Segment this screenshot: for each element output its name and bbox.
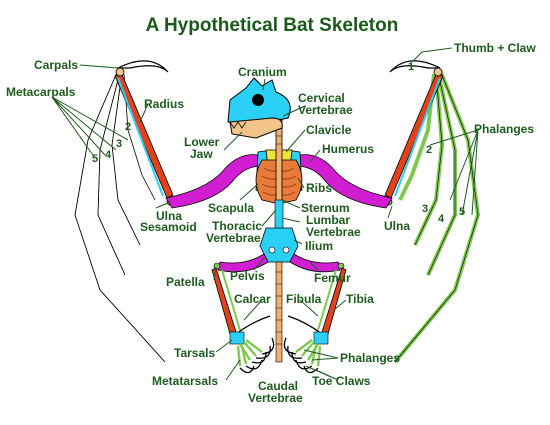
label-tarsals: Tarsals: [174, 346, 215, 360]
right-digit-number-3: 3: [422, 203, 428, 215]
label-tibia: Tibia: [346, 292, 374, 306]
left-humerus: [165, 154, 263, 209]
right-thumb-claw: [389, 60, 441, 73]
label-cervical-1: Cervical: [298, 91, 345, 105]
label-lower-jaw-1: Lower: [184, 135, 220, 149]
left-thumb-claw: [117, 60, 169, 73]
calcar: [235, 315, 271, 335]
left-digit-number-4: 4: [105, 149, 112, 161]
left-foot: [229, 331, 275, 374]
label-thoracic-1: Thoracic: [212, 219, 262, 233]
digit-numbers: 5 4 3 2 1 2 3 4 5: [92, 61, 465, 225]
left-ulna: [117, 77, 164, 197]
label-pelvis: Pelvis: [230, 269, 265, 283]
label-cranium: Cranium: [238, 65, 287, 79]
label-lumbar-1: Lumbar: [306, 213, 350, 227]
label-phalanges-wing: Phalanges: [474, 122, 534, 136]
left-patella: [213, 262, 221, 270]
left-fibula: [221, 269, 241, 331]
label-caudal-1: Caudal: [258, 379, 298, 393]
label-patella: Patella: [166, 275, 205, 289]
right-fibula: [317, 269, 337, 331]
left-digit-number-5: 5: [92, 153, 98, 165]
skull: [227, 77, 291, 139]
right-femur: [289, 253, 341, 273]
label-caudal-2: Vertebrae: [248, 391, 303, 405]
label-metatarsals: Metatarsals: [152, 374, 218, 388]
left-wing: [74, 60, 263, 363]
label-radius: Radius: [144, 97, 184, 111]
right-digit-number-1: 1: [408, 61, 414, 73]
label-calcar: Calcar: [234, 292, 271, 306]
left-digit-number-3: 3: [116, 138, 122, 150]
label-ribs: Ribs: [306, 181, 332, 195]
right-carpals: [433, 67, 443, 77]
label-phalanges-foot: Phalanges: [340, 351, 400, 365]
right-digit-5: [393, 69, 481, 364]
label-fibula: Fibula: [286, 292, 322, 306]
label-femur: Femur: [314, 271, 351, 285]
label-lower-jaw-2: Jaw: [190, 147, 213, 161]
label-humerus: Humerus: [322, 142, 374, 156]
left-digit-5: [74, 69, 166, 363]
right-digit-number-2: 2: [426, 144, 432, 156]
diagram-title: A Hypothetical Bat Skeleton: [146, 15, 399, 36]
label-lumbar-2: Vertebrae: [306, 225, 361, 239]
label-ulna-right: Ulna: [384, 219, 410, 233]
right-digit-number-4: 4: [438, 213, 445, 225]
caudal-vertebrae: [275, 261, 283, 363]
label-sternum: Sternum: [301, 201, 350, 215]
legs: [211, 253, 347, 374]
label-thoracic-2: Vertebrae: [206, 231, 261, 245]
label-cervical-2: Vertebrae: [298, 103, 353, 117]
eye-socket: [252, 94, 264, 106]
lumbar-vertebrae: [274, 199, 284, 231]
label-sesamoid: Sesamoid: [140, 220, 197, 234]
calcar-right: [287, 315, 323, 335]
label-carpals: Carpals: [34, 58, 78, 72]
label-toe-claws: Toe Claws: [312, 374, 371, 388]
label-ulna-left: Ulna: [156, 209, 182, 223]
leader-lines: [51, 47, 479, 381]
left-femur: [217, 253, 269, 273]
right-ulna: [394, 77, 441, 197]
label-metacarpals: Metacarpals: [6, 85, 76, 99]
label-scapula: Scapula: [208, 201, 254, 215]
left-carpals: [115, 67, 125, 77]
left-digit-number-2: 2: [125, 121, 131, 133]
lower-jaw: [229, 117, 283, 139]
torso: [255, 111, 303, 363]
labels: Thumb + Claw Carpals Metacarpals Radius …: [6, 41, 536, 405]
right-patella: [337, 262, 345, 270]
right-digit-number-5: 5: [459, 206, 465, 218]
label-thumb-claw: Thumb + Claw: [454, 41, 536, 55]
label-ilium: Ilium: [305, 239, 333, 253]
label-clavicle: Clavicle: [306, 123, 352, 137]
